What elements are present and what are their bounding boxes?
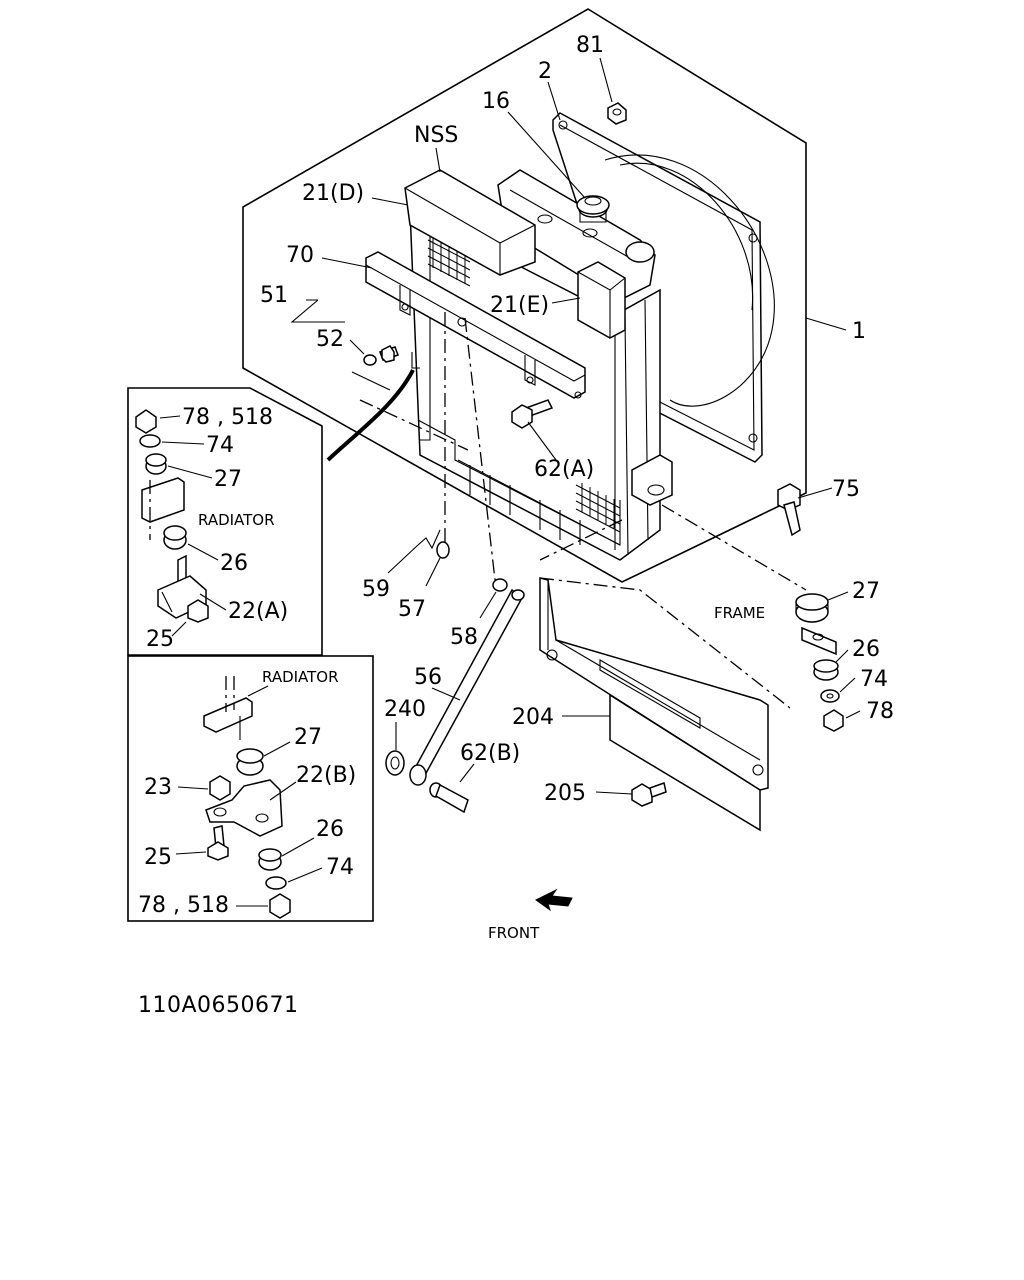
inset-b-label-radiator: RADIATOR: [262, 668, 339, 686]
callout-nss: NSS: [414, 123, 458, 148]
radiator-bracket-b: [203, 676, 253, 740]
bolt-25-b: [207, 825, 229, 861]
inset-a-callout-27: 27: [214, 467, 242, 492]
radiator-bracket-a: [141, 477, 185, 540]
nut-78-518-a: [135, 409, 157, 434]
front-arrow: FRONT: [488, 888, 573, 942]
bushing-240: [385, 750, 405, 776]
inset-a-callout-78-518: 78 , 518: [182, 405, 273, 430]
baffle-plate-204: [539, 577, 791, 832]
inset-b-callout-27: 27: [294, 725, 322, 750]
nut-78-518-b: [269, 893, 291, 919]
leader-lines: [290, 57, 861, 795]
frame-plate: [801, 626, 837, 656]
nut-23-b: [209, 775, 231, 801]
callout-52: 52: [316, 327, 344, 352]
bolt-52: [363, 345, 399, 366]
washer-74-a: [139, 434, 161, 448]
label-frame: FRAME: [714, 604, 765, 622]
inset-a-callout-74: 74: [206, 433, 234, 458]
bolt-75: [777, 483, 801, 537]
mount-bracket-22b: [205, 779, 283, 837]
assembly-boundary: [242, 8, 807, 583]
seal-21e: [577, 261, 626, 339]
inset-pointer: [326, 369, 415, 462]
front-label: FRONT: [488, 924, 540, 942]
inset-b: RADIATOR 27 22(B) 23 26 25 74 78 , 518: [127, 655, 374, 922]
inset-b-callout-74: 74: [326, 855, 354, 880]
inset-b-callout-22b: 22(B): [296, 763, 356, 788]
inset-a-border: [127, 387, 323, 656]
radiator-cap: [576, 195, 610, 215]
callout-21e: 21(E): [490, 293, 549, 318]
mount-rubber-27-right: [795, 593, 829, 623]
hose-59: [417, 312, 450, 559]
mount-bracket-right: [631, 454, 673, 506]
callout-74-right: 74: [860, 667, 888, 692]
inset-a-callout-22a: 22(A): [228, 599, 288, 624]
callout-2: 2: [538, 59, 552, 84]
callout-240: 240: [384, 697, 426, 722]
callout-75: 75: [832, 477, 860, 502]
inset-a-callout-25: 25: [146, 627, 174, 652]
bolt-62a: [511, 399, 554, 429]
front-arrow-icon: [535, 888, 573, 912]
stay-56: [409, 317, 525, 786]
inset-a-callout-26: 26: [220, 551, 248, 576]
callout-204: 204: [512, 705, 554, 730]
mount-rubber-26-a: [163, 525, 187, 550]
inset-a: 78 , 518 74 27 RADIATOR 26 22(A) 25: [127, 387, 323, 656]
inset-b-callout-26: 26: [316, 817, 344, 842]
nut-81: [607, 102, 627, 125]
centerline-75: [661, 504, 807, 591]
callout-205: 205: [544, 781, 586, 806]
callout-81: 81: [576, 33, 604, 58]
callout-58: 58: [450, 625, 478, 650]
bolt-205: [631, 782, 667, 807]
callout-62b: 62(B): [460, 741, 520, 766]
callout-62a: 62(A): [534, 457, 594, 482]
washer-74-b: [265, 876, 287, 890]
inset-b-callout-23: 23: [144, 775, 172, 800]
callout-26-right: 26: [852, 637, 880, 662]
callout-16: 16: [482, 89, 510, 114]
centerline-left: [359, 399, 469, 451]
inset-a-label-radiator: RADIATOR: [198, 511, 275, 529]
callout-78-right: 78: [866, 699, 894, 724]
callout-21d: 21(D): [302, 181, 364, 206]
callout-70: 70: [286, 243, 314, 268]
callout-56: 56: [414, 665, 442, 690]
bracket-70: [365, 251, 586, 399]
inset-b-callout-25: 25: [144, 845, 172, 870]
bolt-25-a: [187, 599, 209, 623]
inset-b-callout-78-518: 78 , 518: [138, 893, 229, 918]
callout-57: 57: [398, 597, 426, 622]
mount-rubber-26-right: [813, 659, 839, 681]
callout-27-right: 27: [852, 579, 880, 604]
drawing-code: 110A0650671: [138, 993, 299, 1018]
callout-1: 1: [852, 319, 866, 344]
mount-rubber-26-b: [258, 848, 282, 871]
nut-78-right: [823, 709, 844, 732]
inset-b-border: [127, 655, 374, 922]
washer-74-right: [820, 689, 840, 703]
callout-59: 59: [362, 577, 390, 602]
mount-rubber-27-b: [236, 748, 264, 776]
callout-51: 51: [260, 283, 288, 308]
mount-rubber-27-a: [145, 453, 167, 475]
bolt-62b: [429, 782, 469, 814]
